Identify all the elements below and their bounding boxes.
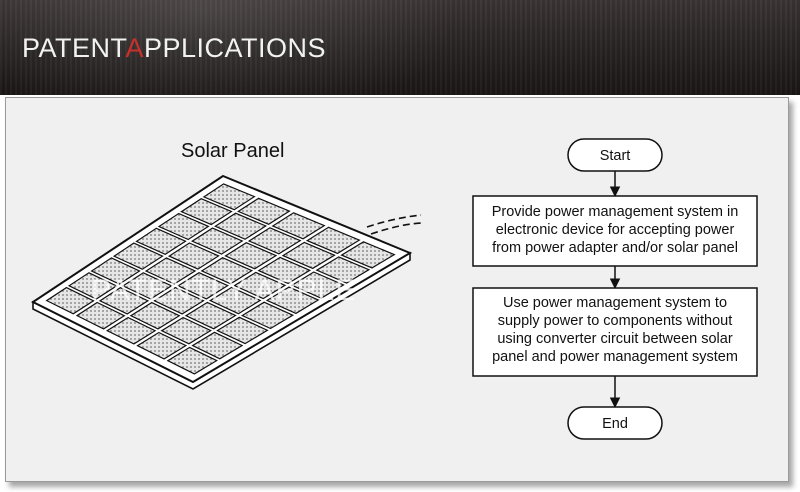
solar-panel-cable [366, 214, 422, 228]
solar-cell [136, 331, 188, 360]
solar-cell [340, 241, 396, 269]
solar-cell [257, 256, 312, 285]
solar-cell [121, 272, 173, 300]
solar-cell [271, 212, 326, 240]
flow-end-node [567, 406, 663, 440]
solar-cell [281, 241, 336, 270]
flow-step2-line1: Use power management system to [503, 295, 727, 311]
flow-step1-line2: electronic device for accepting power [496, 222, 735, 238]
flowchart: Start Provide power management system in… [472, 138, 758, 440]
solar-cell [208, 286, 262, 315]
solar-cell [233, 271, 287, 300]
solar-cell [135, 227, 187, 255]
patently-apple-watermark: PATENTLY APPLE [91, 274, 356, 307]
solar-cell [157, 212, 210, 241]
solar-cell [216, 316, 269, 345]
logo-accent-letter: A [125, 33, 145, 63]
flow-step-provide-power [472, 195, 758, 267]
solar-cell-grid [45, 183, 396, 375]
solar-cell [45, 286, 95, 315]
solar-cell [167, 242, 220, 270]
solar-cell [160, 316, 212, 345]
flow-end-label: End [602, 416, 628, 432]
solar-cell [237, 197, 291, 225]
solar-cell [105, 316, 157, 345]
solar-cell [166, 346, 218, 375]
solar-panel-illustration [31, 174, 422, 390]
solar-cell [224, 242, 278, 270]
patent-diagram: Solar Panel PATENTLY APPLE Start Provide… [31, 138, 758, 440]
solar-cell [190, 227, 244, 255]
solar-cell [214, 212, 268, 240]
solar-cell [241, 301, 295, 330]
solar-cell [75, 301, 126, 330]
solar-cell [153, 286, 205, 315]
flow-step2-line2: supply power to components without [498, 313, 733, 329]
solar-cell [290, 271, 345, 299]
logo-suffix: PPLICATIONS [144, 33, 327, 63]
flow-step2-line4: panel and power management system [492, 349, 738, 365]
flow-step2-line3: using converter circuit between solar [497, 331, 733, 347]
solar-cell [202, 183, 256, 211]
solar-panel-title: Solar Panel [181, 140, 284, 162]
logo-prefix: PATENT [22, 33, 126, 63]
solar-cell [305, 226, 361, 255]
flow-step1-line3: from power adapter and/or solar panel [492, 240, 738, 256]
solar-cell [129, 301, 181, 330]
solar-cell [90, 257, 141, 285]
solar-cell [191, 331, 244, 360]
solar-cell [176, 272, 229, 300]
site-header: PATENTAPPLICATIONS [0, 0, 800, 95]
flow-start-label: Start [600, 148, 631, 164]
solar-cell [265, 286, 320, 315]
solar-cell [315, 256, 371, 284]
solar-cell [98, 287, 150, 315]
solar-cell [200, 257, 254, 285]
patent-applications-logo[interactable]: PATENTAPPLICATIONS [22, 33, 326, 64]
solar-cell [67, 272, 118, 300]
solar-cell [247, 227, 302, 255]
solar-cell [112, 242, 164, 270]
solar-cell [144, 257, 197, 285]
solar-cell [180, 198, 233, 226]
flow-step1-line1: Provide power management system in [492, 204, 739, 220]
solar-cell [184, 301, 237, 330]
solar-panel-cable-2 [370, 222, 422, 235]
